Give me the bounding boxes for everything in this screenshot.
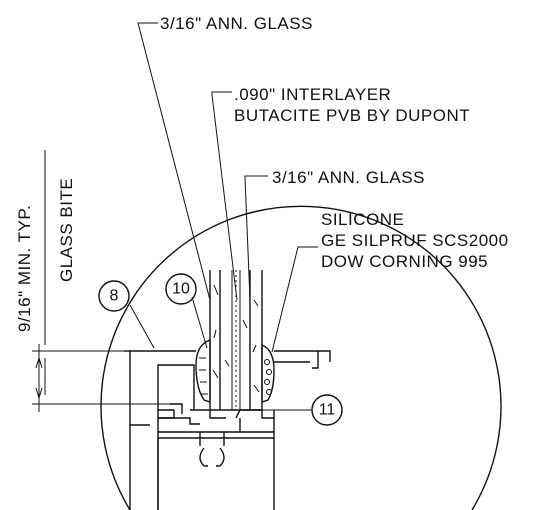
callout-labels: 3/16" ANN. GLASS .090" INTERLAYER BUTACI… (160, 14, 509, 271)
inner-glass-label: 3/16" ANN. GLASS (272, 168, 425, 187)
marker-11-text: 11 (319, 402, 336, 419)
silicone-label-line3: DOW CORNING 995 (321, 252, 488, 271)
silicone-label-line1: SILICONE (321, 210, 404, 229)
interlayer-label-line1: .090" INTERLAYER (234, 85, 391, 104)
mullion-frame (124, 350, 331, 510)
detail-circle (100, 205, 502, 510)
silicone-bead (195, 339, 275, 403)
outer-glass-label: 3/16" ANN. GLASS (160, 14, 313, 33)
dimension-value: 9/16" MIN. TYP. (15, 205, 34, 332)
marker-8: 8 (98, 280, 130, 312)
marker-10: 10 (165, 273, 197, 305)
marker-8-text: 8 (110, 288, 119, 305)
glass-bite-dimension (32, 150, 170, 412)
leader-lines (129, 22, 318, 411)
marker-11: 11 (311, 394, 343, 426)
interlayer-label-line2: BUTACITE PVB BY DUPONT (234, 106, 470, 125)
silicone-label-line2: GE SILPRUF SCS2000 (321, 231, 509, 250)
marker-10-text: 10 (172, 281, 190, 298)
dimension-label: GLASS BITE (57, 178, 76, 282)
